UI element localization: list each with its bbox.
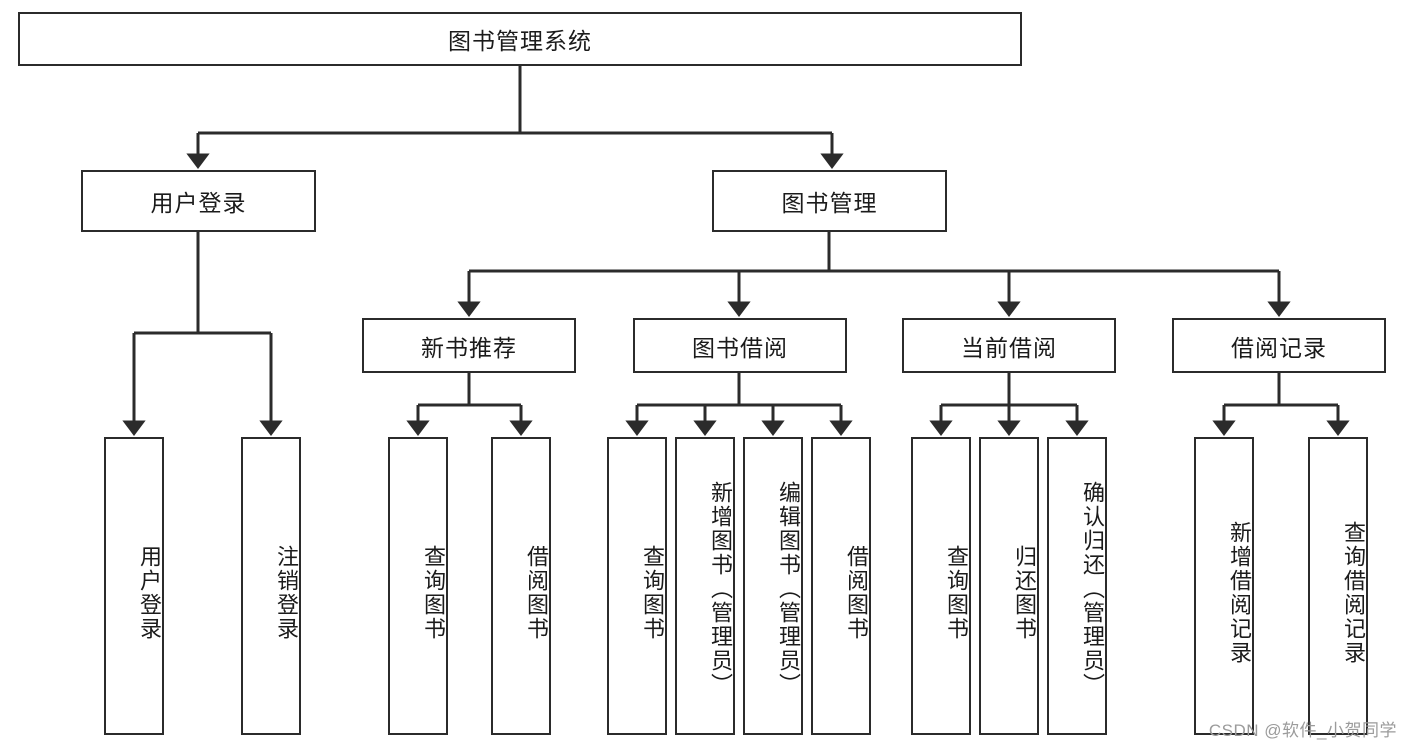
- leaf-borrow-book-recommend[interactable]: 借阅图书: [491, 437, 551, 735]
- leaf-query-book-current[interactable]: 查询图书: [911, 437, 971, 735]
- csdn-watermark: CSDN @软件_小贺同学: [1208, 721, 1397, 740]
- node-label: 图书借阅: [692, 334, 788, 361]
- node-label: 借阅记录: [1231, 334, 1327, 361]
- leaf-borrow-book[interactable]: 借阅图书: [811, 437, 871, 735]
- node-label: 新增图书（管理员）: [708, 481, 733, 697]
- node-label: 图书管理系统: [448, 28, 592, 54]
- node-user-login[interactable]: 用户登录: [81, 170, 316, 232]
- leaf-query-borrow-record[interactable]: 查询借阅记录: [1308, 437, 1368, 735]
- node-label: 查询图书: [944, 545, 969, 641]
- node-label: 归还图书: [1012, 545, 1037, 641]
- leaf-return-book[interactable]: 归还图书: [979, 437, 1039, 735]
- node-book-borrow[interactable]: 图书借阅: [633, 318, 847, 373]
- leaf-user-login[interactable]: 用户登录: [104, 437, 164, 735]
- node-label: 图书管理: [781, 190, 878, 216]
- node-label: 用户登录: [150, 190, 247, 216]
- leaf-logout[interactable]: 注销登录: [241, 437, 301, 735]
- leaf-edit-book-admin[interactable]: 编辑图书（管理员）: [743, 437, 803, 735]
- node-book-management[interactable]: 图书管理: [712, 170, 947, 232]
- node-label: 用户登录: [137, 545, 162, 641]
- node-label: 新书推荐: [421, 334, 517, 361]
- node-label: 借阅图书: [844, 545, 869, 641]
- node-label: 注销登录: [274, 545, 299, 641]
- node-label: 查询图书: [640, 545, 665, 641]
- leaf-confirm-return-admin[interactable]: 确认归还（管理员）: [1047, 437, 1107, 735]
- node-label: 确认归还（管理员）: [1080, 481, 1105, 697]
- node-root-book-management-system[interactable]: 图书管理系统: [18, 12, 1022, 66]
- node-label: 查询图书: [421, 545, 446, 641]
- node-new-book-recommend[interactable]: 新书推荐: [362, 318, 576, 373]
- node-label: 新增借阅记录: [1227, 521, 1252, 665]
- node-label: 借阅图书: [524, 545, 549, 641]
- leaf-query-book-borrow[interactable]: 查询图书: [607, 437, 667, 735]
- node-current-borrow[interactable]: 当前借阅: [902, 318, 1116, 373]
- node-label: 当前借阅: [961, 334, 1057, 361]
- leaf-query-book-recommend[interactable]: 查询图书: [388, 437, 448, 735]
- leaf-add-borrow-record[interactable]: 新增借阅记录: [1194, 437, 1254, 735]
- node-borrow-records[interactable]: 借阅记录: [1172, 318, 1386, 373]
- node-label: 查询借阅记录: [1341, 521, 1366, 665]
- leaf-add-book-admin[interactable]: 新增图书（管理员）: [675, 437, 735, 735]
- node-label: 编辑图书（管理员）: [776, 481, 801, 697]
